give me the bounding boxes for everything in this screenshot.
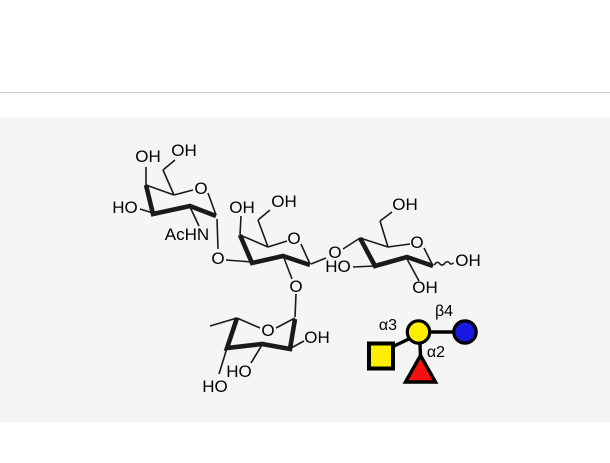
anomeric-wavy-bond <box>433 261 455 266</box>
glc-ring-bold-rim <box>357 236 434 269</box>
alpha2-linkage-label: α2 <box>427 344 445 361</box>
gal-c4-oh-label: OH <box>229 198 255 217</box>
galnac-c3-ho-label: HO <box>112 198 138 217</box>
beta4-linkage-label: β4 <box>435 303 453 320</box>
gal-ring-bold-rim <box>237 234 311 268</box>
galnac-ring-bold-rim <box>143 184 217 219</box>
galnac-yellow-square-icon <box>367 341 395 371</box>
fuc-red-triangle-icon <box>402 352 439 384</box>
galnac-acetamido-label: AcHN <box>165 225 209 244</box>
structure-drawing <box>139 159 455 375</box>
gal-yellow-circle-icon <box>405 319 432 345</box>
glc-c6-oh-label: OH <box>392 195 418 214</box>
galnac-c4-oh-label: OH <box>135 147 161 166</box>
gal-c6-oh-label: OH <box>271 192 297 211</box>
fuc-c4-ho-label: HO <box>202 377 228 396</box>
fuc-ring-oxygen-label: O <box>261 321 274 340</box>
glc-anomeric-oh-label: OH <box>455 251 481 270</box>
glc-ring-oxygen-label: O <box>410 233 423 252</box>
gal-glc-glycosidic-oxygen-label: O <box>328 243 341 262</box>
image-panel-background <box>0 117 610 422</box>
atom-labels: OH OH HO O AcHN O OH OH O O O OH O HO OH… <box>112 141 481 396</box>
galnac-c6-oh-label: OH <box>171 141 197 160</box>
alpha3-linkage-label: α3 <box>379 317 397 334</box>
gal-fuc-glycosidic-oxygen-label: O <box>289 277 302 296</box>
glc-c3-ho-label: HO <box>325 257 351 276</box>
gal-ring-oxygen-label: O <box>287 229 300 248</box>
snfg-cartoon: α3 β4 α2 <box>367 303 478 384</box>
galnac-ring-oxygen-label: O <box>194 179 207 198</box>
snfg-linkage-labels: α3 β4 α2 <box>379 303 453 361</box>
fuc-c2-oh-label: OH <box>304 328 330 347</box>
galnac-gal-glycosidic-oxygen-label: O <box>211 249 224 268</box>
section-divider <box>0 92 610 93</box>
fuc-ring-bold-rim <box>223 317 298 352</box>
fuc-c3-ho-label: HO <box>226 362 252 381</box>
glc-c2-oh-label: OH <box>412 278 438 297</box>
thin-bonds <box>139 159 434 375</box>
glc-blue-circle-icon <box>452 319 478 345</box>
